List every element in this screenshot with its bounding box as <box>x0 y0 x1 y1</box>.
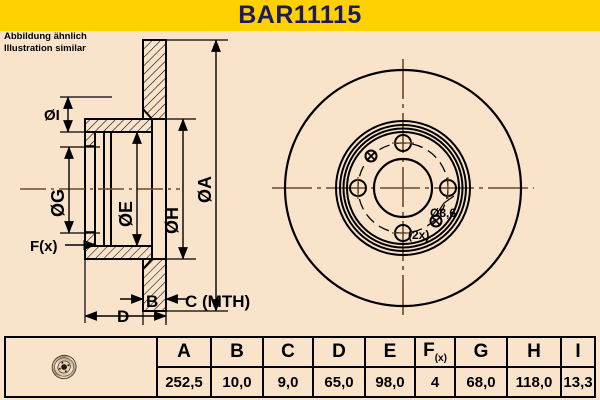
table-header-d: D <box>312 336 366 368</box>
table-header-g: G <box>454 336 508 368</box>
hub-flange-lower <box>84 245 153 260</box>
fx-sub: (x) <box>434 352 447 364</box>
dimension-fx: F(x) <box>30 238 97 255</box>
part-number-title: BAR11115 <box>238 1 362 29</box>
cross-section-view: ØI ØG ØE ØH <box>20 39 250 325</box>
dimension-label-i: ØI <box>44 107 60 124</box>
face-view: Ø8,6 (2x) <box>272 59 534 319</box>
table-header-fx: F(x) <box>414 336 456 368</box>
dimension-label-fx: F(x) <box>30 238 58 255</box>
dimension-d: D <box>84 259 167 325</box>
hub-flange-upper <box>84 118 153 133</box>
illustration-note: Abbildung ähnlich Illustration similar <box>4 31 87 54</box>
table-header-row: A B C D E F(x) G H I <box>4 336 596 398</box>
dimension-b: B <box>120 292 189 325</box>
note-line-en: Illustration similar <box>4 42 86 54</box>
threaded-hole-upper-left <box>364 149 378 163</box>
table-value-h: 118,0 <box>506 366 562 398</box>
dimension-label-b: B <box>146 292 158 311</box>
table-header-a: A <box>156 336 212 368</box>
dimension-label-c: C (MTH) <box>185 292 250 311</box>
bolt-hole-left <box>349 177 367 199</box>
dimension-g: ØG <box>48 146 100 234</box>
hole-count-note: (2x) <box>408 228 429 242</box>
table-value-fx: 4 <box>414 366 456 398</box>
table-header-e: E <box>364 336 416 368</box>
title-banner: BAR11115 <box>0 0 600 31</box>
specification-table: A B C D E F(x) G H I 252,5 10,0 9,0 65,0… <box>4 336 596 398</box>
table-value-b: 10,0 <box>210 366 264 398</box>
bolt-hole-bottom <box>392 224 414 242</box>
dimension-label-d: D <box>117 307 129 325</box>
hat-circle-3 <box>342 127 464 249</box>
threaded-hole-group <box>364 149 443 228</box>
dimension-label-a: ØA <box>195 176 215 203</box>
table-value-c: 9,0 <box>262 366 314 398</box>
dimension-i: ØI <box>44 96 112 133</box>
disc-rim-upper <box>142 39 167 120</box>
brake-disc-thumbnail-icon <box>51 354 77 380</box>
table-header-h: H <box>506 336 562 368</box>
hole-note-leader <box>435 195 455 216</box>
table-header-i: I <box>560 336 596 368</box>
technical-drawing: ØI ØG ØE ØH <box>20 39 534 325</box>
dimension-c: C (MTH) <box>185 292 250 311</box>
outer-disc-circle <box>283 68 523 308</box>
dimension-h: ØH <box>152 118 196 260</box>
fx-main: F <box>423 340 435 362</box>
table-header-c: C <box>262 336 314 368</box>
note-line-de: Abbildung ähnlich <box>4 31 87 42</box>
dimension-e: ØE <box>116 131 152 247</box>
center-bore-circle <box>372 157 434 219</box>
bolt-hole-group <box>349 134 457 242</box>
table-header-b: B <box>210 336 264 368</box>
hat-circle-4 <box>346 131 460 245</box>
table-value-row: 252,5 10,0 9,0 65,0 98,0 4 68,0 118,0 13… <box>5 366 596 398</box>
threaded-hole-lower-right <box>429 214 443 228</box>
hat-circle-1 <box>335 120 471 256</box>
bolt-hole-top <box>392 134 414 152</box>
hole-diameter-note: Ø8,6 <box>430 206 456 220</box>
dimension-label-e: ØE <box>116 201 136 227</box>
table-value-g: 68,0 <box>454 366 508 398</box>
table-value-i: 13,3 <box>560 366 596 398</box>
dimension-a: ØA <box>166 39 228 312</box>
dimension-label-g: ØG <box>48 189 68 217</box>
table-value-d: 65,0 <box>312 366 366 398</box>
dimension-label-h: ØH <box>162 207 182 234</box>
table-value-a: 252,5 <box>156 366 212 398</box>
table-value-e: 98,0 <box>364 366 416 398</box>
hat-circle-2 <box>339 124 467 252</box>
bolt-hole-right <box>439 177 457 199</box>
product-thumbnail-cell <box>4 336 158 398</box>
